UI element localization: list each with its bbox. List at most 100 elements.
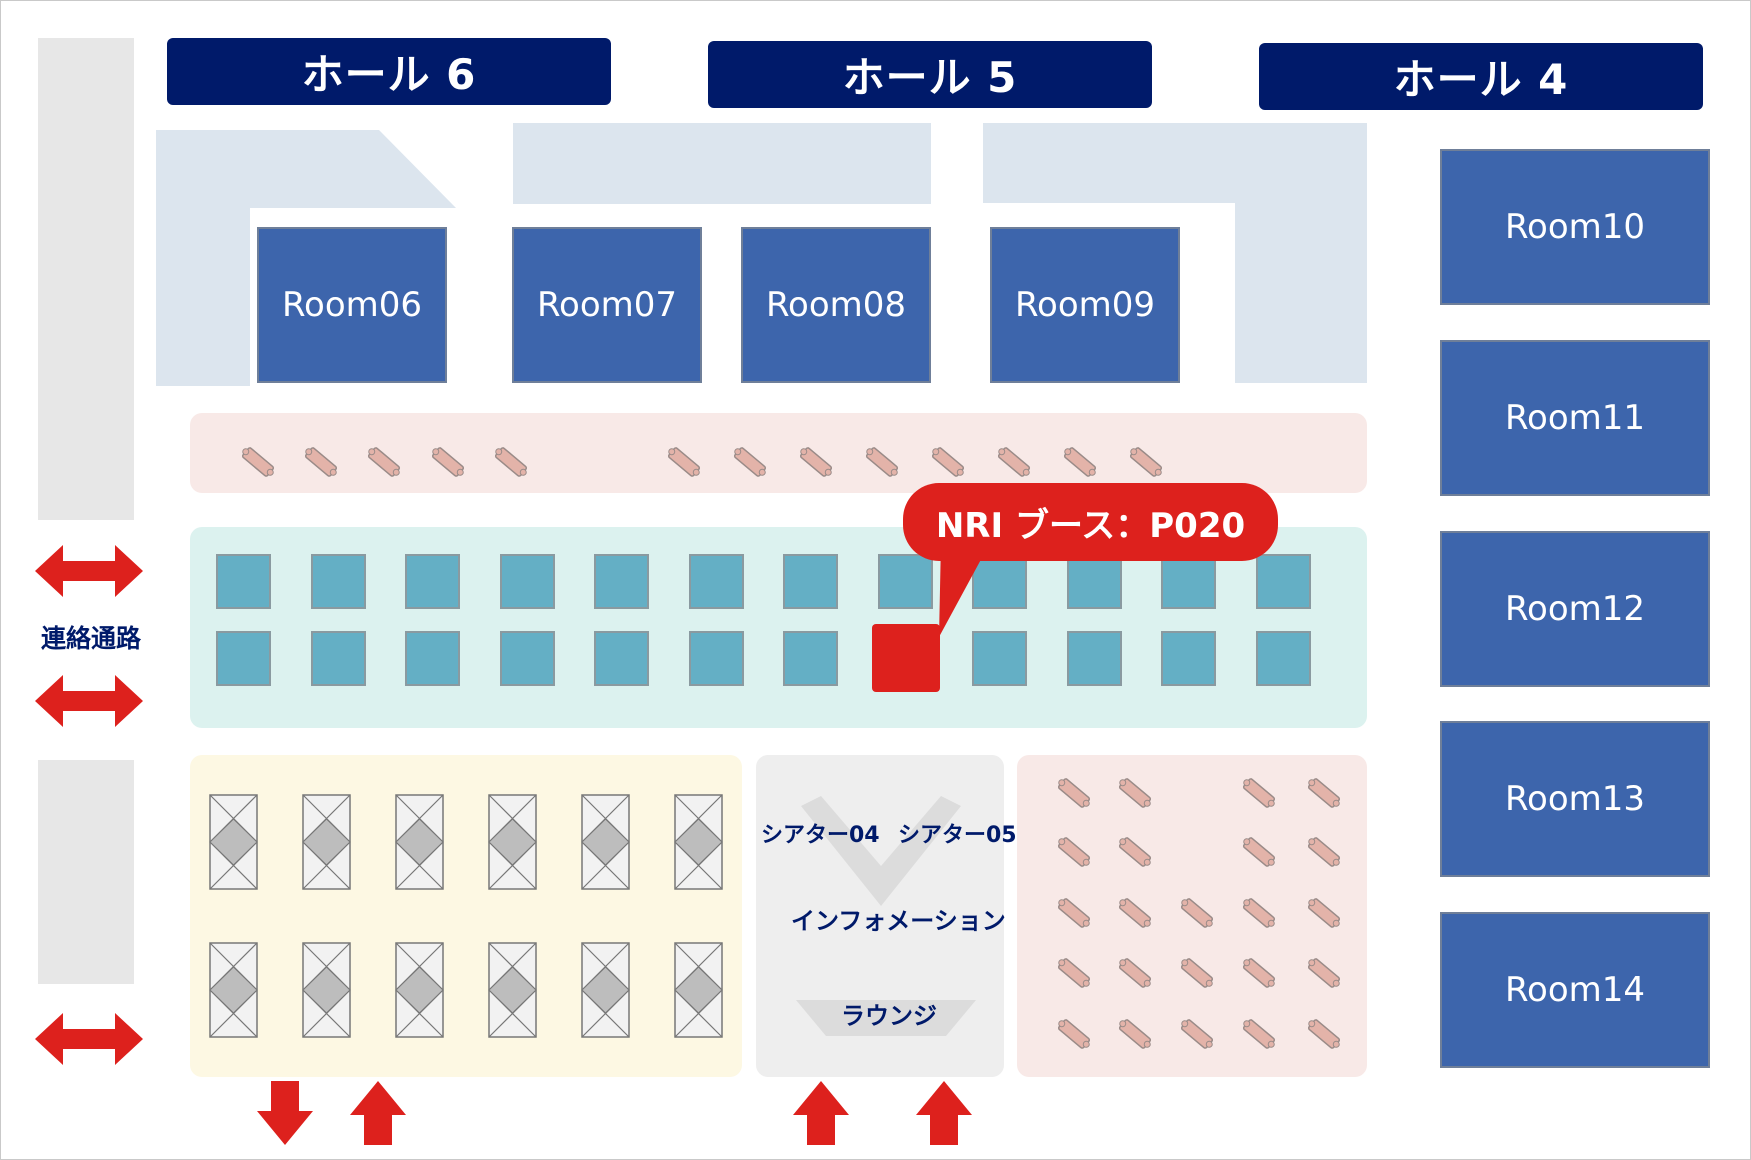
booth[interactable] (594, 554, 649, 609)
seat-icon (997, 447, 1031, 477)
seat-icon (1180, 958, 1214, 988)
seat-icon (431, 447, 465, 477)
arrow-down-icon (257, 1081, 313, 1145)
table-icon (209, 794, 258, 890)
booth[interactable] (1255, 554, 1311, 609)
room-06-label: Room06 (281, 285, 423, 325)
table-icon (302, 942, 351, 1038)
room-11-label: Room11 (1504, 398, 1646, 438)
arrow-up-icon (793, 1081, 849, 1145)
booth[interactable] (499, 554, 555, 609)
booth[interactable] (405, 631, 460, 686)
seat-icon (1180, 898, 1214, 928)
booth[interactable] (1255, 631, 1311, 686)
double-arrow-icon (35, 545, 143, 597)
theater-04-label[interactable]: シアター04 (761, 823, 880, 848)
hall-4-label: ホール 4 (1393, 55, 1569, 104)
hall-5-label: ホール 5 (842, 53, 1018, 102)
pale-area-left (156, 123, 1367, 386)
seat-icon (1129, 447, 1163, 477)
room-14-label: Room14 (1504, 970, 1646, 1010)
room-10[interactable]: Room10 (1440, 149, 1710, 305)
booth[interactable] (594, 631, 649, 686)
room-07[interactable]: Room07 (512, 227, 702, 383)
seat-icon (1057, 837, 1091, 867)
room-13-label: Room13 (1504, 779, 1646, 819)
room-09[interactable]: Room09 (990, 227, 1180, 383)
room-06[interactable]: Room06 (257, 227, 447, 383)
seat-icon (1307, 837, 1341, 867)
booth[interactable] (688, 631, 744, 686)
seat-icon (1307, 1019, 1341, 1049)
room-14[interactable]: Room14 (1440, 912, 1710, 1068)
seat-icon (1118, 837, 1152, 867)
hall-4-header: ホール 4 (1259, 43, 1703, 110)
seats-right (1057, 778, 1341, 1049)
seat-icon (1118, 778, 1152, 808)
seat-icon (1118, 898, 1152, 928)
table-icon (302, 794, 351, 890)
booth-grid (190, 527, 1367, 728)
table-icon (581, 794, 630, 890)
lounge-shape (796, 1000, 976, 1036)
double-arrow-icon (35, 1013, 143, 1065)
booth[interactable] (499, 631, 555, 686)
theater-chevron-icon (801, 796, 961, 906)
nri-booth-callout[interactable]: NRI ブース：P020 (903, 483, 1278, 561)
table-icon (581, 942, 630, 1038)
room-13[interactable]: Room13 (1440, 721, 1710, 877)
theater-05-label[interactable]: シアター05 (898, 823, 1017, 848)
seat-icon (1057, 958, 1091, 988)
seat-icon (1307, 898, 1341, 928)
seat-icon (1057, 778, 1091, 808)
table-icon (395, 794, 444, 890)
booth[interactable] (310, 554, 366, 609)
booth[interactable] (688, 554, 744, 609)
booth[interactable] (1161, 554, 1216, 609)
hall-6-header: ホール 6 (167, 38, 611, 105)
booth[interactable] (310, 631, 366, 686)
double-arrow-icon (35, 675, 143, 727)
booth[interactable] (405, 554, 460, 609)
information-label[interactable]: インフォメーション (791, 907, 1006, 935)
booth-nri-p020[interactable] (871, 624, 940, 692)
table-icon (674, 942, 723, 1038)
seat-icon (1057, 1019, 1091, 1049)
booth[interactable] (783, 554, 838, 609)
seat-icon (304, 447, 338, 477)
booth[interactable] (972, 631, 1027, 686)
connector-label: 連絡通路 (40, 624, 141, 653)
callout-pointer (939, 541, 991, 637)
seat-icon (1242, 898, 1276, 928)
booth[interactable] (1066, 631, 1122, 686)
seat-icon (1180, 1019, 1214, 1049)
seat-icon (1242, 837, 1276, 867)
table-icon (488, 794, 537, 890)
nri-booth-callout-text: NRI ブース：P020 (935, 505, 1246, 546)
arrow-up-icon (350, 1081, 406, 1145)
seat-icon (367, 447, 401, 477)
hall-5-header: ホール 5 (708, 41, 1152, 108)
exhibit-zone (190, 755, 742, 1077)
booth[interactable] (877, 554, 933, 609)
room-12-label: Room12 (1504, 589, 1646, 629)
lounge-seating-zone-top (190, 413, 1367, 493)
room-08[interactable]: Room08 (741, 227, 931, 383)
booth[interactable] (216, 631, 271, 686)
seat-icon (1242, 1019, 1276, 1049)
booth[interactable] (216, 554, 271, 609)
booth[interactable] (1161, 631, 1216, 686)
booth[interactable] (783, 631, 838, 686)
corridor-upper (38, 38, 134, 520)
arrow-up-icon (916, 1081, 972, 1145)
room-07-label: Room07 (536, 285, 678, 325)
lounge-label[interactable]: ラウンジ (841, 1002, 937, 1030)
booth[interactable] (1066, 554, 1122, 609)
room-08-label: Room08 (765, 285, 907, 325)
seat-icon (1242, 778, 1276, 808)
seat-icon (241, 447, 275, 477)
room-12[interactable]: Room12 (1440, 531, 1710, 687)
room-11[interactable]: Room11 (1440, 340, 1710, 496)
seat-icon (1118, 1019, 1152, 1049)
